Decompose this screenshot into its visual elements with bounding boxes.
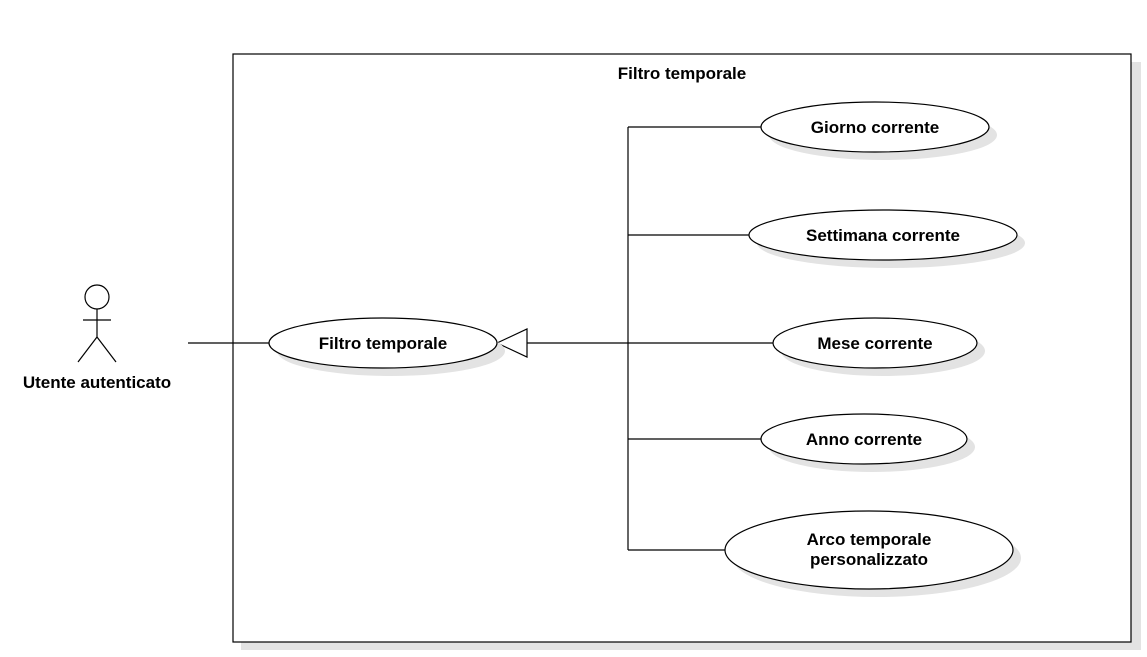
generalization-connectors xyxy=(495,126,773,551)
use-case-ellipse xyxy=(760,101,990,153)
use-case-ellipse xyxy=(724,510,1014,590)
use-case-label: Giorno corrente xyxy=(811,118,939,137)
actor-head xyxy=(84,284,110,310)
use-case-ellipse xyxy=(268,317,498,369)
use-case-label: Settimana corrente xyxy=(806,226,960,245)
system-title: Filtro temporale xyxy=(618,64,746,83)
actor-left-leg xyxy=(77,336,98,363)
use-case-ellipse xyxy=(748,209,1018,261)
use-case-label: Anno corrente xyxy=(806,430,922,449)
use-case-label-line2: personalizzato xyxy=(810,550,928,569)
use-case-ellipse xyxy=(760,413,968,465)
use-case-label-line1: Arco temporale xyxy=(807,530,932,549)
use-case-giorno-corrente[interactable]: Giorno corrente xyxy=(760,101,997,160)
use-case-anno-corrente[interactable]: Anno corrente xyxy=(760,413,975,472)
actor-utente-autenticato[interactable]: Utente autenticato xyxy=(23,284,171,392)
use-case-settimana-corrente[interactable]: Settimana corrente xyxy=(748,209,1025,268)
use-case-label: Mese corrente xyxy=(817,334,932,353)
actor-label: Utente autenticato xyxy=(23,373,171,392)
use-case-arco-temporale-personalizzato[interactable]: Arco temporale personalizzato xyxy=(724,510,1021,597)
actor-right-leg xyxy=(96,336,117,363)
use-case-ellipse xyxy=(772,317,978,369)
generalization-arrowhead xyxy=(495,328,528,358)
use-case-filtro-temporale[interactable]: Filtro temporale xyxy=(268,317,505,376)
use-case-label: Filtro temporale xyxy=(319,334,447,353)
use-case-mese-corrente[interactable]: Mese corrente xyxy=(772,317,985,376)
